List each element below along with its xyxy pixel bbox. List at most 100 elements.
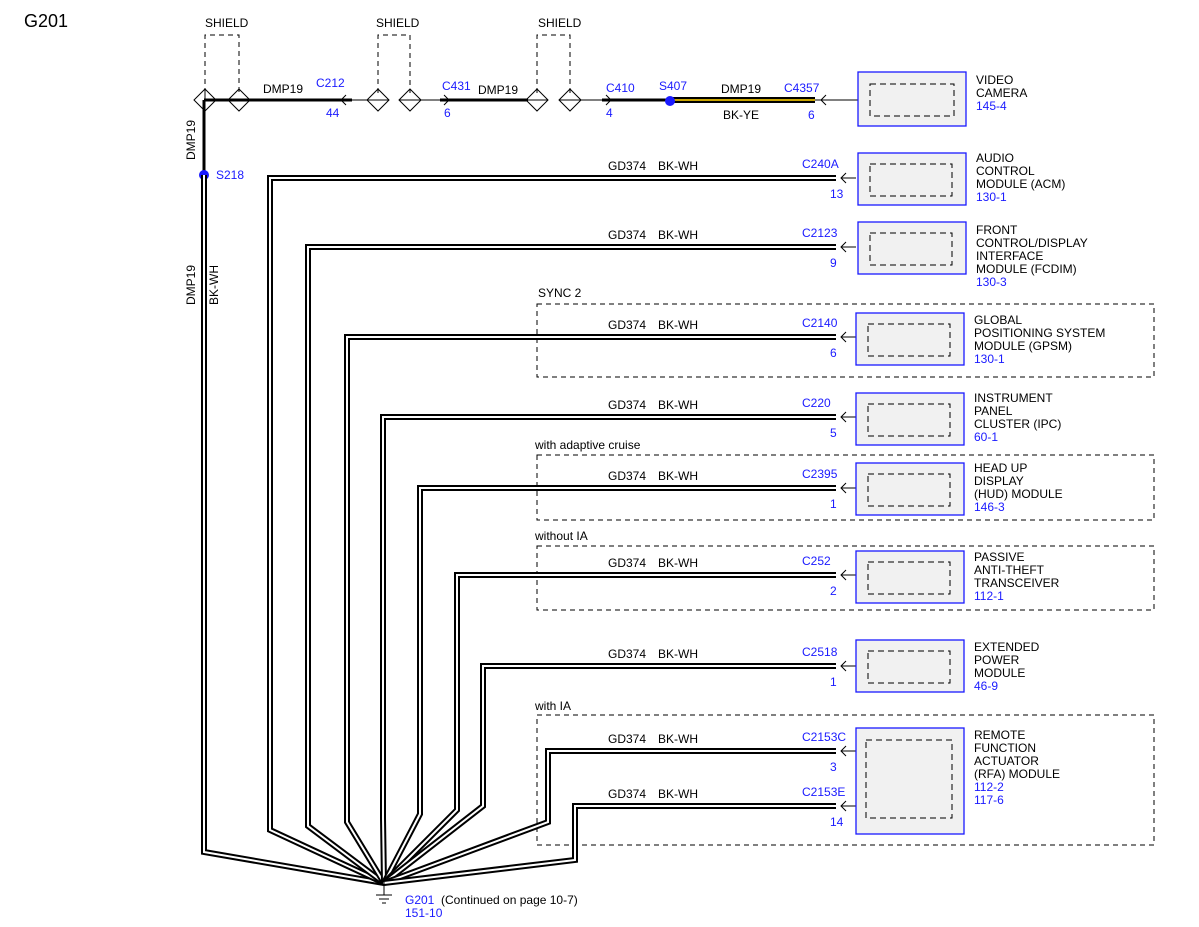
pin-label: 6 xyxy=(444,106,451,120)
option-label: SYNC 2 xyxy=(538,286,582,300)
option-label: without IA xyxy=(534,529,588,543)
wire-c2518-core xyxy=(383,665,836,884)
splice-label: S407 xyxy=(659,79,687,93)
circuit-label: DMP19 xyxy=(184,120,198,160)
connector-arrow-icon xyxy=(840,172,856,184)
connector-label: C212 xyxy=(316,76,345,90)
pin-label: 6 xyxy=(808,108,815,122)
option-label: with IA xyxy=(534,699,571,713)
module-ref: 112-1 xyxy=(974,589,1004,603)
module-name-line: (HUD) MODULE xyxy=(974,487,1063,501)
pin-label: 5 xyxy=(830,426,837,440)
wire-c2153c-core xyxy=(383,750,836,884)
module-ref: 146-3 xyxy=(974,500,1005,514)
module-c252 xyxy=(855,550,965,604)
pin-label: 6 xyxy=(830,346,837,360)
connector-label: C2518 xyxy=(802,645,838,659)
wire-color-label: BK-YE xyxy=(723,108,759,122)
wire-color-label: BK-WH xyxy=(658,787,698,801)
module-name-line: REMOTE xyxy=(974,728,1025,742)
wire-c252-core xyxy=(383,574,836,884)
connector-label: C220 xyxy=(802,396,831,410)
module-name-line: PASSIVE xyxy=(974,550,1024,564)
splice-s407 xyxy=(665,96,675,106)
page-title: G201 xyxy=(24,11,68,31)
shield-group: SHIELD SHIELD SHIELD xyxy=(204,16,582,93)
wire-color-label: BK-WH xyxy=(658,556,698,570)
wire-s218-core xyxy=(203,175,385,884)
wire-c2395 xyxy=(381,485,836,885)
module-c2123 xyxy=(857,221,967,275)
pin-label: 3 xyxy=(830,760,837,774)
module-c2140 xyxy=(855,312,965,366)
pin-label: 4 xyxy=(606,106,613,120)
module-name-line: EXTENDED xyxy=(974,640,1040,654)
connector-arrow-icon xyxy=(840,411,856,423)
module-name-line: AUDIO xyxy=(976,151,1014,165)
module-name-line: INSTRUMENT xyxy=(974,391,1053,405)
pin-label: 1 xyxy=(830,675,837,689)
connector-label: C2395 xyxy=(802,467,838,481)
wire-color-label: BK-WH xyxy=(658,469,698,483)
ground-label: G201 xyxy=(405,893,435,907)
pin-label: 9 xyxy=(830,256,837,270)
circuit-label: GD374 xyxy=(608,787,646,801)
circuit-label: DMP19 xyxy=(184,265,198,305)
circuit-label: GD374 xyxy=(608,228,646,242)
wire-color-label: BK-WH xyxy=(658,732,698,746)
wire-s218 xyxy=(201,175,385,886)
connector-arrow-icon xyxy=(840,482,856,494)
module-name-line: FUNCTION xyxy=(974,741,1036,755)
wire-c2123-core xyxy=(307,246,836,884)
circuit-label: DMP19 xyxy=(721,82,761,96)
module-name-line: DISPLAY xyxy=(974,474,1024,488)
module-ref: 117-6 xyxy=(974,793,1004,807)
connector-label: C240A xyxy=(802,157,839,171)
module-name-line: POSITIONING SYSTEM xyxy=(974,326,1105,340)
wire-c2123 xyxy=(305,244,836,886)
circuit-label: GD374 xyxy=(608,556,646,570)
pin-label: 44 xyxy=(326,106,340,120)
wire-c2153e-core xyxy=(383,805,836,884)
wire-color-label: BK-WH xyxy=(658,647,698,661)
wire-color-label: BK-WH xyxy=(658,228,698,242)
splice-label: S218 xyxy=(216,168,244,182)
module-name-line: MODULE (GPSM) xyxy=(974,339,1072,353)
connector-label: C431 xyxy=(442,79,471,93)
circuit-label: GD374 xyxy=(608,469,646,483)
module-ref: 130-3 xyxy=(976,275,1007,289)
module-name-line: CAMERA xyxy=(976,86,1027,100)
module-ref: 46-9 xyxy=(974,679,998,693)
pin-label: 13 xyxy=(830,187,844,201)
connector-arrow-icon xyxy=(840,569,856,581)
connector-label: C2153C xyxy=(802,730,846,744)
connector-arrow-icon xyxy=(840,660,856,672)
circuit-label: GD374 xyxy=(608,159,646,173)
wire-c220-core xyxy=(382,416,836,884)
wire-color-label: BK-WH xyxy=(207,265,221,305)
connector-arrow-icon xyxy=(840,800,856,812)
module-name-line: TRANSCEIVER xyxy=(974,576,1060,590)
module-ref: 130-1 xyxy=(976,190,1007,204)
connector-label: C252 xyxy=(802,554,831,568)
wire-c2518 xyxy=(382,663,836,886)
module-name-line: ANTI-THEFT xyxy=(974,563,1045,577)
wire-color-label: BK-WH xyxy=(658,318,698,332)
pin-label: 14 xyxy=(830,815,844,829)
module-name-line: CLUSTER (IPC) xyxy=(974,417,1061,431)
ground-note: (Continued on page 10-7) xyxy=(441,893,578,907)
wire-c2395-core xyxy=(383,487,836,884)
module-c2395 xyxy=(855,462,965,516)
wire-c240a-core xyxy=(269,177,836,884)
circuit-label: GD374 xyxy=(608,647,646,661)
wire-color-label: BK-WH xyxy=(658,159,698,173)
option-label: with adaptive cruise xyxy=(534,438,641,452)
module-video-camera xyxy=(857,71,967,127)
module-ref: 112-2 xyxy=(974,780,1004,794)
module-name-line: GLOBAL xyxy=(974,313,1022,327)
pin-label: 1 xyxy=(830,497,837,511)
module-name-line: (RFA) MODULE xyxy=(974,767,1060,781)
module-name-line: VIDEO xyxy=(976,73,1013,87)
